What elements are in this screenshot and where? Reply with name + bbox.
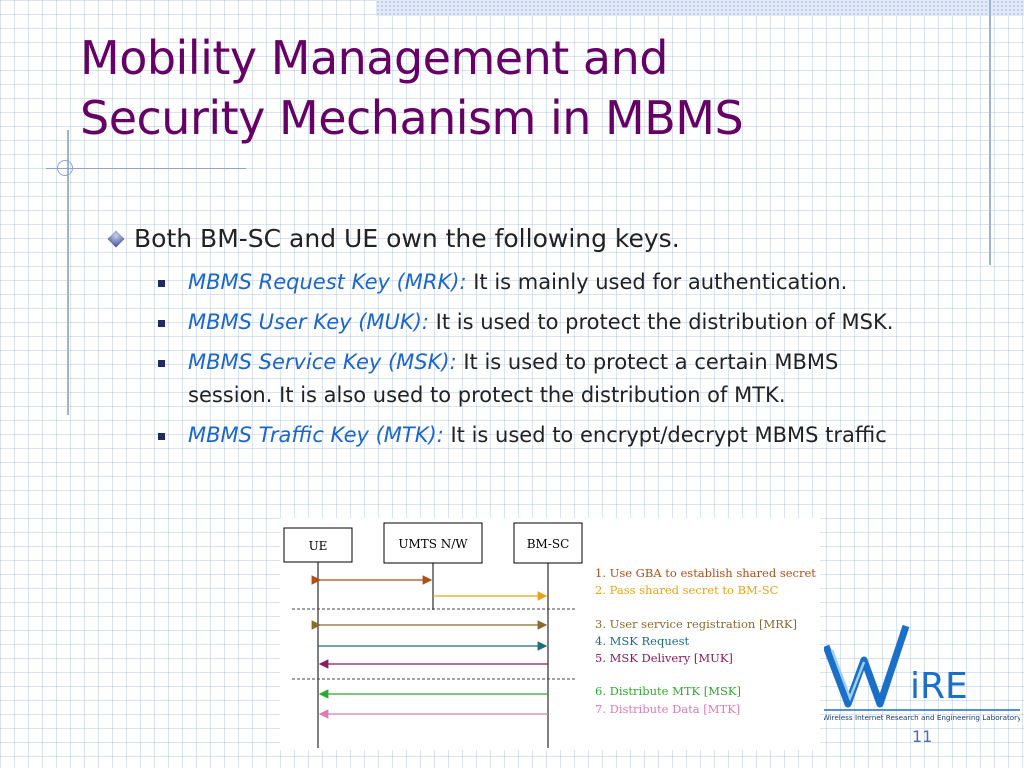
entity-box-ue: UE (283, 527, 353, 563)
key-term: MBMS Traffic Key (MTK): (188, 423, 444, 447)
slide-title: Mobility Management and Security Mechani… (80, 28, 940, 148)
entity-box-umts: UMTS N/W (383, 522, 483, 564)
key-description: It is used to encrypt/decrypt MBMS traff… (443, 423, 887, 447)
slide-title-line-2: Security Mechanism in MBMS (80, 91, 744, 145)
top-decor-band (376, 0, 1024, 16)
key-description: It is mainly used for authentication. (466, 270, 848, 294)
wire-logo-letters: iRE (910, 666, 968, 707)
circle-decor (57, 160, 73, 176)
step-label-7: 7. Distribute Data [MTK] (595, 702, 740, 716)
slide-title-line-1: Mobility Management and (80, 31, 668, 85)
entity-label-ue: UE (309, 539, 328, 553)
square-bullet-icon (158, 280, 165, 287)
key-exchange-sequence-diagram: UE UMTS N/W BM-SC 1. Use GBA to establis… (280, 518, 820, 750)
page-number: 11 (912, 727, 933, 746)
key-term: MBMS User Key (MUK): (188, 310, 429, 334)
wire-logo-w-mark (824, 624, 910, 708)
diamond-bullet-icon (107, 230, 125, 247)
key-description: It is used to protect the distribution o… (428, 310, 894, 334)
key-list: MBMS Request Key (MRK): It is mainly use… (158, 266, 918, 459)
key-item-mrk: MBMS Request Key (MRK): It is mainly use… (158, 266, 918, 299)
step-label-2: 2. Pass shared secret to BM-SC (595, 583, 779, 597)
main-bullet-text: Both BM-SC and UE own the following keys… (134, 224, 680, 253)
square-bullet-icon (158, 320, 165, 327)
key-term: MBMS Request Key (MRK): (188, 270, 467, 294)
step-label-5: 5. MSK Delivery [MUK] (595, 651, 733, 665)
main-bullet: Both BM-SC and UE own the following keys… (107, 224, 680, 253)
left-decor-line (67, 130, 69, 415)
key-item-msk: MBMS Service Key (MSK): It is used to pr… (158, 346, 918, 412)
entity-box-bmsc: BM-SC (513, 522, 583, 564)
entity-label-bmsc: BM-SC (527, 537, 570, 551)
key-item-mtk: MBMS Traffic Key (MTK): It is used to en… (158, 419, 918, 452)
right-decor-line (989, 0, 991, 265)
key-item-muk: MBMS User Key (MUK): It is used to prote… (158, 306, 918, 339)
title-underline (46, 168, 246, 169)
key-description: It is used to protect a certain MBMS ses… (188, 350, 839, 407)
wire-logo-subtitle: Wireless Internet Research and Engineeri… (824, 713, 1020, 722)
square-bullet-icon (158, 360, 165, 367)
entity-label-umts: UMTS N/W (398, 537, 468, 551)
step-label-3: 3. User service registration [MRK] (595, 617, 797, 631)
square-bullet-icon (158, 433, 165, 440)
key-term: MBMS Service Key (MSK): (188, 350, 457, 374)
step-label-6: 6. Distribute MTK [MSK] (595, 684, 741, 698)
step-label-1: 1. Use GBA to establish shared secret (595, 566, 816, 580)
wire-logo: iRE Wireless Internet Research and Engin… (824, 624, 1020, 722)
step-label-4: 4. MSK Request (595, 634, 689, 648)
